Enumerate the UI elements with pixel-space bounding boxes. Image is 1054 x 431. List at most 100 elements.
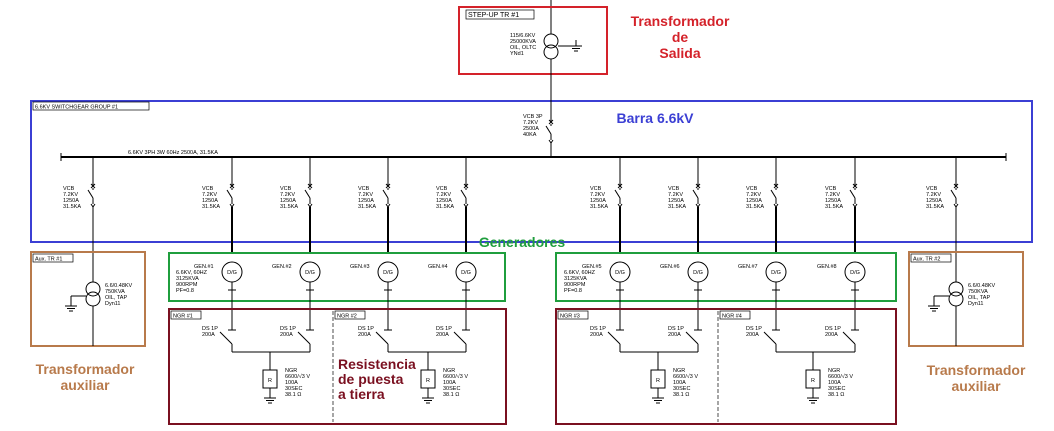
- stepup-transformer: STEP-UP TR #1 115/6.6KV 25000KVA OIL, OL…: [458, 0, 608, 78]
- gen-spec-a-1: 3125KVA: [176, 276, 199, 282]
- ngr-spec: 100A: [673, 380, 686, 386]
- ds-label: 200A: [590, 332, 603, 338]
- feeder-vcb-label: VCB: [358, 186, 370, 192]
- ds-label: DS 1P: [590, 326, 606, 332]
- ds-label: 200A: [746, 332, 759, 338]
- gen-spec-a-2: 900RPM: [176, 282, 198, 288]
- generators-box-right: [555, 252, 897, 302]
- generator-label: GEN.#8: [817, 264, 837, 270]
- label-aux-left-2: auxiliar: [60, 377, 110, 393]
- feeder-vcb-label: 31.5KA: [63, 204, 81, 210]
- ds-label: DS 1P: [358, 326, 374, 332]
- aux-title: Aux. TR #2: [913, 257, 940, 263]
- ngr-spec: NGR: [443, 368, 455, 374]
- ngr-box-right: [555, 308, 897, 425]
- switchgear-box: [30, 100, 1033, 243]
- feeder-vcb-label: VCB: [590, 186, 602, 192]
- feeder-vcb-label: 1250A: [825, 198, 841, 204]
- ngr-spec: 6600/√3 V: [828, 373, 853, 380]
- ngr-spec: 38.1 Ω: [443, 392, 459, 398]
- ngr-spec: 30SEC: [673, 386, 690, 392]
- ds-label: DS 1P: [668, 326, 684, 332]
- aux-spec: 750KVA: [968, 289, 988, 295]
- feeder-vcb-label: 7.2KV: [436, 192, 451, 198]
- stepup-box: [458, 6, 608, 75]
- ngr-spec: 30SEC: [285, 386, 302, 392]
- aux-spec: 6.6/0.48KV: [968, 283, 996, 289]
- switchgear-title: 6.6KV SWITCHGEAR GROUP #1: [35, 105, 118, 111]
- feeder-vcb-label: 31.5KA: [202, 204, 220, 210]
- ngr-spec: NGR: [828, 368, 840, 374]
- ngr-spec: 30SEC: [443, 386, 460, 392]
- feeder-vcb-label: 31.5KA: [590, 204, 608, 210]
- ngr-title: NGR #1: [173, 314, 193, 320]
- generator-symbol: D/G: [227, 270, 237, 276]
- transformer-icon: [85, 281, 101, 297]
- ds-label: DS 1P: [280, 326, 296, 332]
- resistor-symbol: R: [656, 378, 660, 384]
- feeder-vcb-label: 31.5KA: [280, 204, 298, 210]
- feeder-vcb-label: VCB: [746, 186, 758, 192]
- ngr-spec: 6600/√3 V: [673, 373, 698, 380]
- gen-spec-b-3: PF=0.8: [564, 288, 582, 294]
- feeder-vcb-label: 7.2KV: [280, 192, 295, 198]
- aux-spec: Dyn11: [105, 301, 121, 307]
- ngr-spec: 100A: [443, 380, 456, 386]
- label-aux-right-2: auxiliar: [951, 378, 1001, 394]
- ds-label: 200A: [436, 332, 449, 338]
- feeder-vcb-label: VCB: [436, 186, 448, 192]
- generator-symbol: D/G: [383, 270, 393, 276]
- ngr-spec: 38.1 Ω: [673, 392, 689, 398]
- aux-spec: Dyn11: [968, 301, 984, 307]
- ds-label: 200A: [825, 332, 838, 338]
- ds-label: 200A: [668, 332, 681, 338]
- transformer-icon: [948, 281, 964, 297]
- generator-label: GEN.#7: [738, 264, 758, 270]
- label-resistencia-1: Resistencia: [338, 356, 416, 372]
- feeder-vcb-label: 1250A: [202, 198, 218, 204]
- generator-symbol: D/G: [461, 270, 471, 276]
- gen-spec-b-0: 6.6KV, 60HZ: [564, 270, 596, 276]
- label-transformador-salida-2: de: [672, 29, 689, 45]
- gen-specs-left: 6.6KV, 60HZ 3125KVA 900RPM PF=0.8: [176, 270, 208, 294]
- main-vcb-2: 2500A: [523, 126, 539, 132]
- feeder-vcb-label: 7.2KV: [746, 192, 761, 198]
- feeder-vcb-label: 31.5KA: [358, 204, 376, 210]
- stepup-spec-3: YNd1: [510, 51, 524, 57]
- feeder-vcb-label: 7.2KV: [825, 192, 840, 198]
- resistor-symbol: R: [811, 378, 815, 384]
- label-transformador-salida-3: Salida: [659, 45, 700, 61]
- label-aux-right-1: Transformador: [927, 362, 1026, 378]
- feeder-vcb-label: 31.5KA: [746, 204, 764, 210]
- feeder-vcb-label: VCB: [63, 186, 75, 192]
- generator-label: GEN.#2: [272, 264, 292, 270]
- generator-label: GEN.#6: [660, 264, 680, 270]
- stepup-spec-2: OIL, OLTC: [510, 45, 536, 51]
- generator-label: GEN.#1: [194, 264, 214, 270]
- gen-spec-a-0: 6.6KV, 60HZ: [176, 270, 208, 276]
- main-vcb-0: VCB 3P: [523, 114, 543, 120]
- aux-spec: 750KVA: [105, 289, 125, 295]
- feeder-vcb-label: VCB: [825, 186, 837, 192]
- gen-specs-right: 6.6KV, 60HZ 3125KVA 900RPM PF=0.8: [564, 270, 596, 294]
- feeder-vcb-label: 7.2KV: [202, 192, 217, 198]
- ngr-spec: NGR: [673, 368, 685, 374]
- generator-label: GEN.#4: [428, 264, 448, 270]
- feeder-vcb-label: 1250A: [926, 198, 942, 204]
- main-vcb-3: 40KA: [523, 132, 537, 138]
- ngr-title: NGR #3: [560, 314, 580, 320]
- bus-label: 6.6KV 3PH 3W 60Hz 2500A, 31.5KA: [128, 150, 218, 156]
